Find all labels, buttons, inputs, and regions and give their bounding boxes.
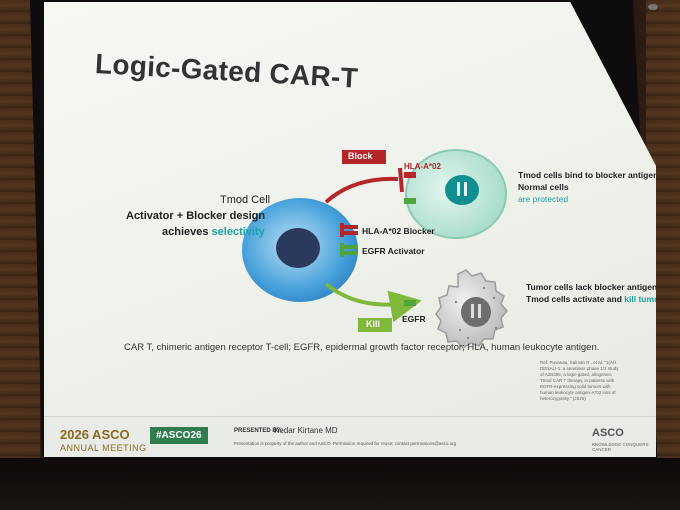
kill-label-box [358,318,392,332]
normal-cell-text-1: Tmod cells bind to blocker antigen [518,170,656,180]
egfr-activator-label: EGFR Activator [362,246,425,256]
activator-blocker-line1: Activator + Blocker design [126,210,266,222]
tumor-cell-text-2: Tmod cells activate and kill tumor [526,294,656,304]
hla-label-normal: HLA-A*02 [404,162,441,171]
block-label: Block [348,151,373,161]
meeting-logo: 2026 ASCO [60,427,130,442]
foreground-floor [0,458,680,510]
presentation-slide: Logic-Gated CAR-T [44,2,656,457]
normal-cell-text-2: Normal cells [518,182,569,192]
kill-arrow [324,282,422,323]
kill-label: Kill [366,319,381,329]
blocker-receptor [340,223,358,237]
block-label-box [342,150,386,164]
block-arrow [324,176,399,204]
asco-logo: ASCO [592,427,624,439]
activator-blocker-line2: achieves selectivity [162,226,265,238]
abbreviations: CAR T, chimeric antigen receptor T-cell;… [124,342,600,353]
egfr-label-tumor: EGFR [402,314,426,324]
tumor-cell-nucleus [461,297,491,327]
presented-by-label: PRESENTED BY: [234,428,283,434]
normal-cell-text-3: are protected [518,194,569,204]
property-notice: Presentation is property of the author a… [234,441,457,446]
normal-cell-nucleus [445,175,479,205]
activator-receptor [340,243,358,257]
presenter-name: Kedar Kirtane MD [274,426,338,435]
hla-antigen-normal [404,172,416,178]
reference: Ref: Puvanaa, Salman R., et al. "1(ĀĤ DE… [540,360,619,401]
hla-blocker-label: HLA-A*02 Blocker [362,226,435,236]
egfr-antigen-normal [404,198,416,204]
block-arrow-bar [398,167,404,193]
egfr-antigen-tumor [404,300,416,306]
tmod-cell-nucleus [276,228,320,268]
asco-logo-subtitle: KNOWLEDGE CONQUERS CANCER [592,442,649,452]
diagram [242,149,508,349]
meeting-subtitle: ANNUAL MEETING [60,443,147,453]
hashtag-badge: #ASCO26 [150,427,208,444]
ceiling-light [648,4,658,10]
slide-footer: 2026 ASCO ANNUAL MEETING #ASCO26 PRESENT… [44,416,656,457]
tmod-cell-label: Tmod Cell [220,194,271,206]
tumor-cell-text-1: Tumor cells lack blocker antigen [526,282,656,292]
